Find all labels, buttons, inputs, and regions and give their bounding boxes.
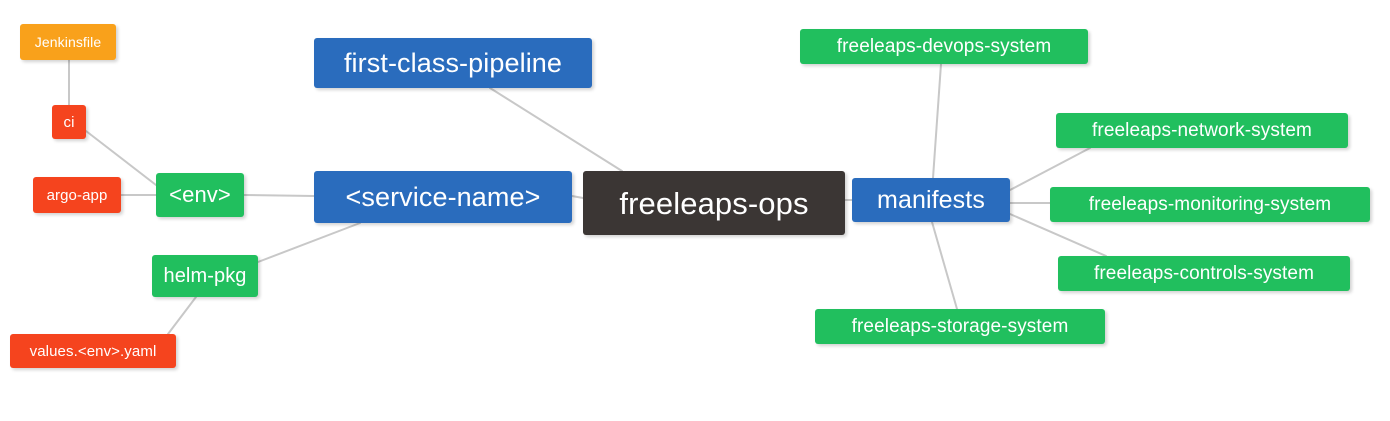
node-label-ci: ci (63, 113, 75, 131)
node-storage-system[interactable]: freeleaps-storage-system (815, 309, 1105, 344)
edge-first-class-pipeline-to-freeleaps-ops (489, 87, 623, 172)
node-label-manifests: manifests (877, 185, 985, 214)
edge-values-yaml-to-helm-pkg (167, 296, 197, 335)
node-jenkinsfile[interactable]: Jenkinsfile (20, 24, 116, 60)
node-label-devops-system: freeleaps-devops-system (836, 36, 1052, 57)
node-helm-pkg[interactable]: helm-pkg (152, 255, 258, 297)
edge-env-to-service-name (243, 194, 315, 197)
node-values-yaml[interactable]: values.<env>.yaml (10, 334, 176, 368)
node-devops-system[interactable]: freeleaps-devops-system (800, 29, 1088, 64)
node-label-argo-app: argo-app (46, 186, 108, 204)
node-env[interactable]: <env> (156, 173, 244, 217)
node-label-service-name: <service-name> (345, 181, 541, 212)
edge-manifests-to-network-system (1009, 147, 1091, 191)
node-argo-app[interactable]: argo-app (33, 177, 121, 213)
edge-manifests-to-storage-system (931, 221, 958, 310)
node-label-jenkinsfile: Jenkinsfile (34, 34, 102, 50)
node-label-storage-system: freeleaps-storage-system (851, 316, 1069, 337)
node-label-env: <env> (169, 182, 231, 207)
node-label-helm-pkg: helm-pkg (163, 265, 247, 287)
edge-manifests-to-devops-system (932, 63, 942, 179)
node-label-controls-system: freeleaps-controls-system (1093, 263, 1315, 284)
edge-service-name-to-freeleaps-ops (571, 195, 584, 199)
node-manifests[interactable]: manifests (852, 178, 1010, 222)
node-ci[interactable]: ci (52, 105, 86, 139)
node-network-system[interactable]: freeleaps-network-system (1056, 113, 1348, 148)
node-service-name[interactable]: <service-name> (314, 171, 572, 223)
node-label-freeleaps-ops: freeleaps-ops (619, 185, 809, 221)
node-label-values-yaml: values.<env>.yaml (29, 342, 157, 360)
node-controls-system[interactable]: freeleaps-controls-system (1058, 256, 1350, 291)
edge-helm-pkg-to-service-name (257, 222, 361, 263)
node-label-monitoring-system: freeleaps-monitoring-system (1088, 194, 1332, 215)
node-monitoring-system[interactable]: freeleaps-monitoring-system (1050, 187, 1370, 222)
node-label-first-class-pipeline: first-class-pipeline (343, 47, 563, 78)
node-freeleaps-ops[interactable]: freeleaps-ops (583, 171, 845, 235)
node-first-class-pipeline[interactable]: first-class-pipeline (314, 38, 592, 88)
node-label-network-system: freeleaps-network-system (1092, 120, 1312, 141)
